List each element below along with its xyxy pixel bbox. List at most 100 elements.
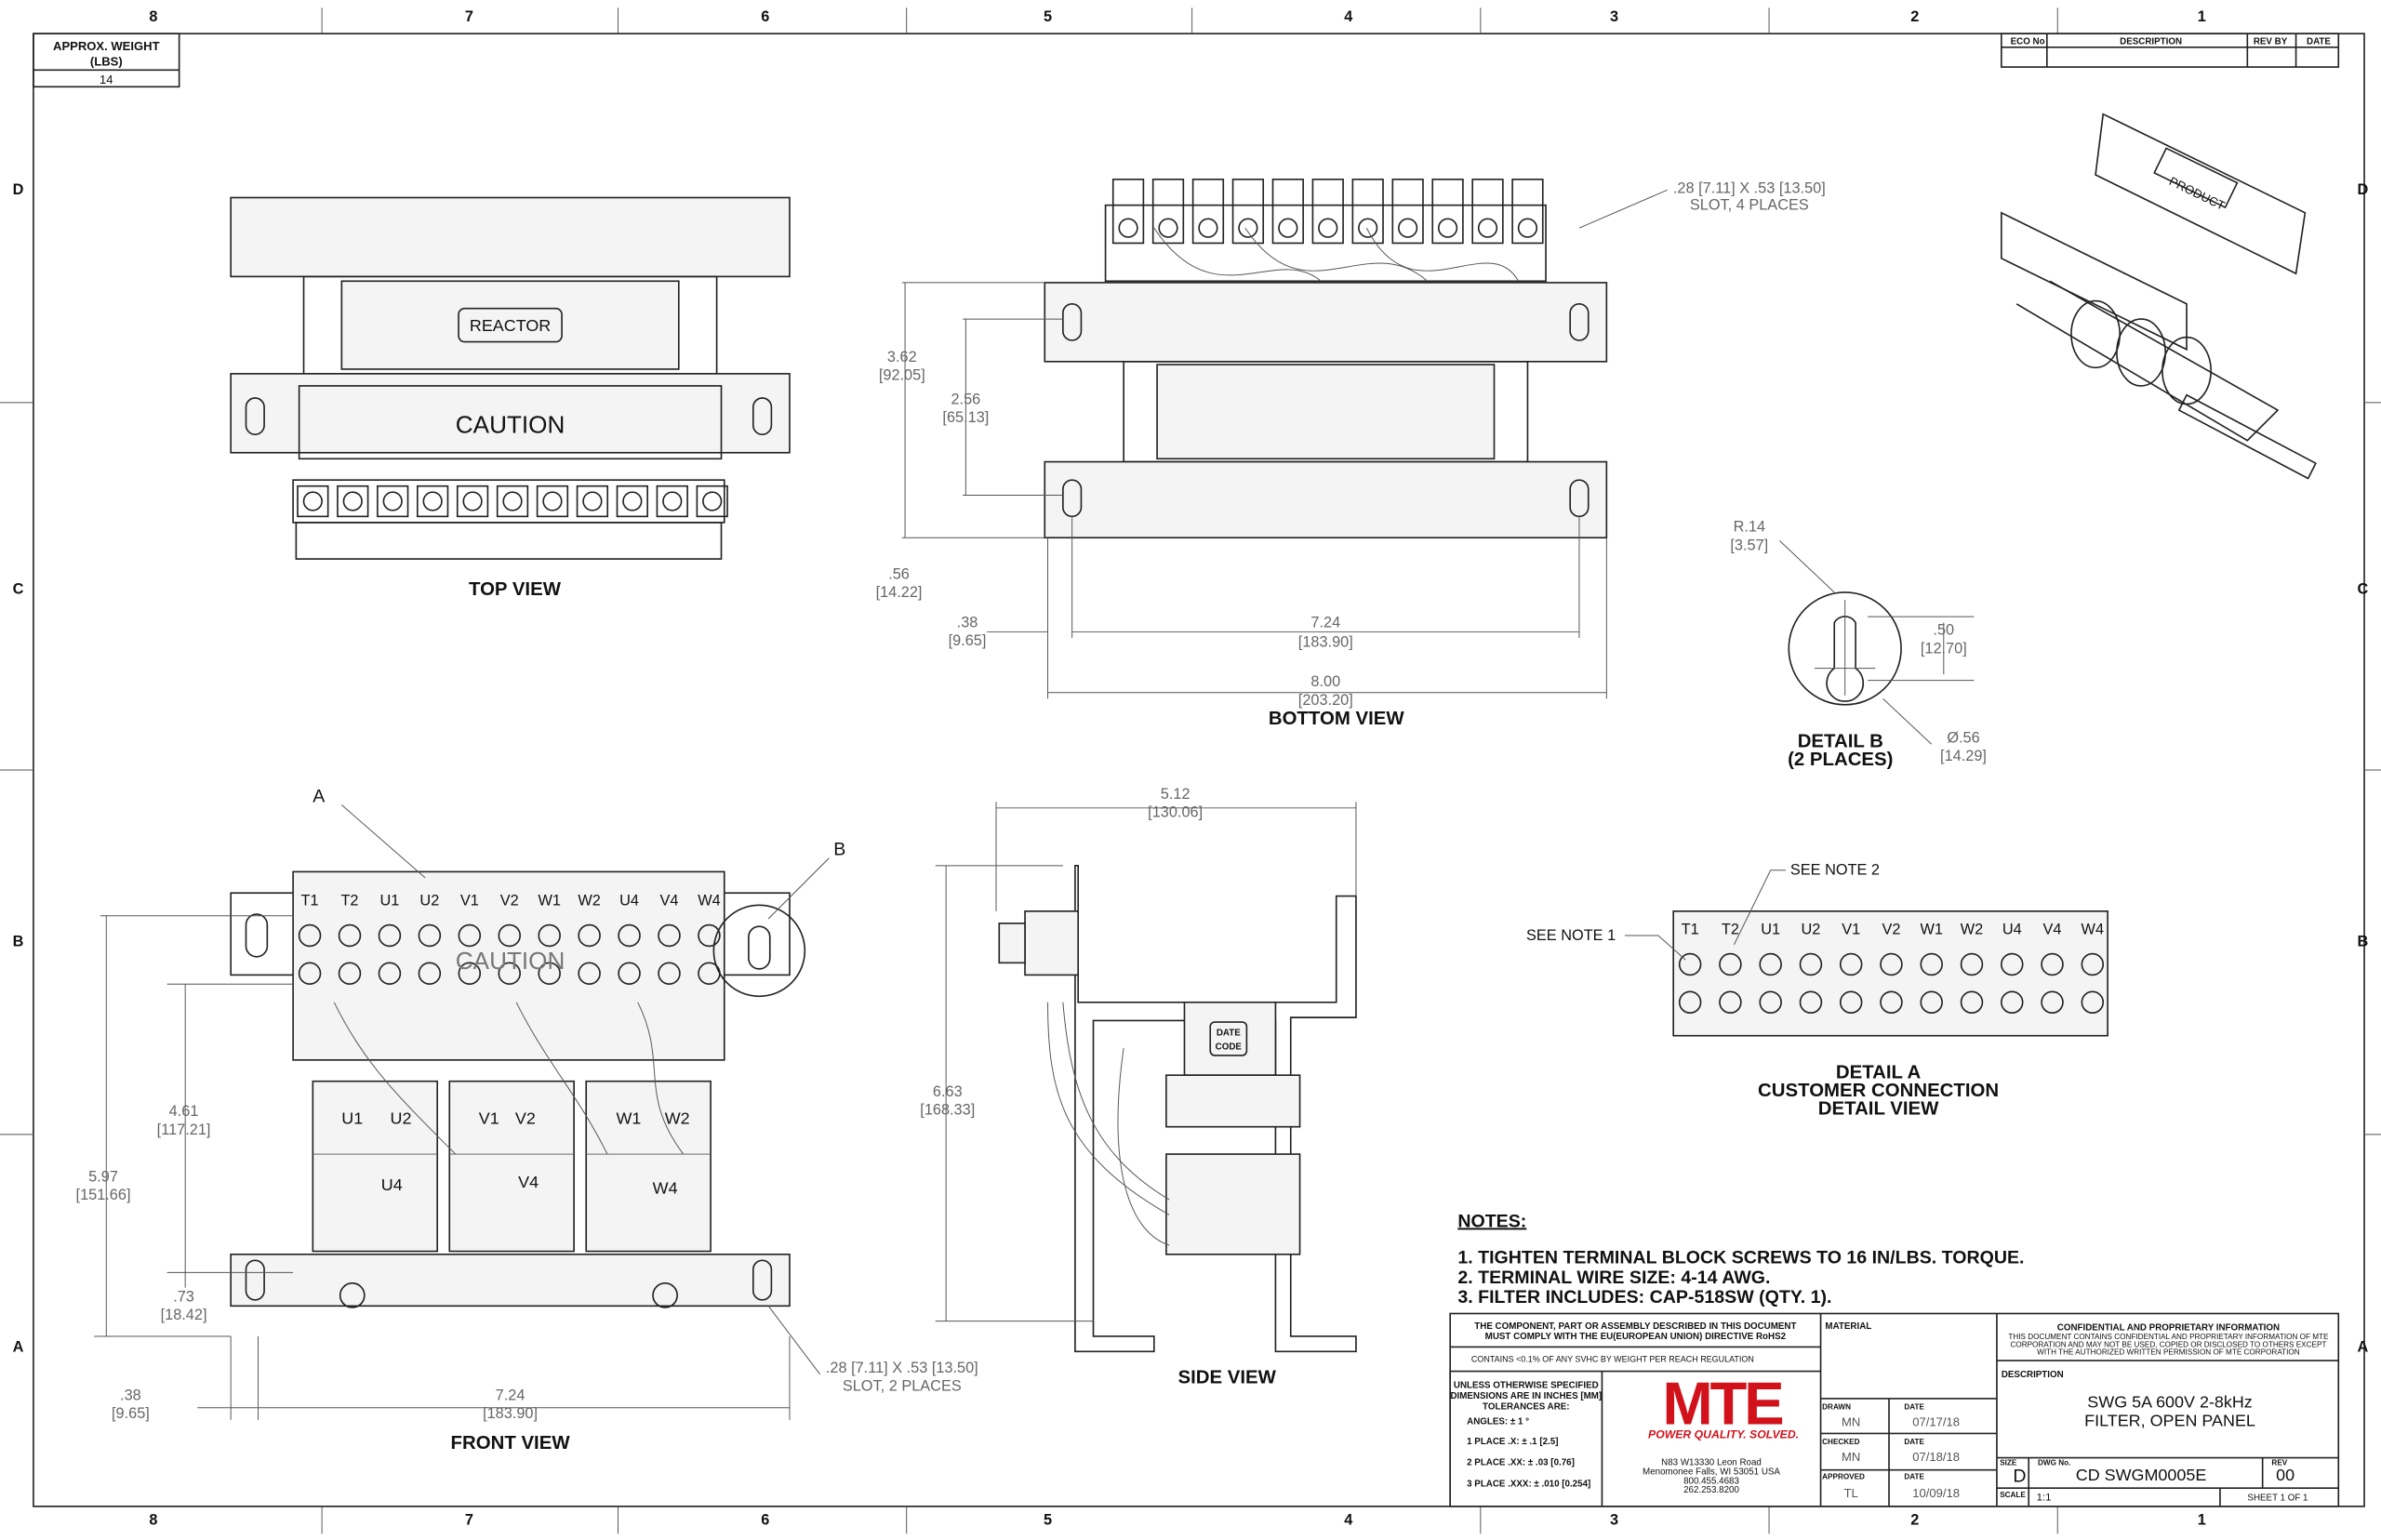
terminal-block (696, 485, 728, 518)
dim-3-62-mm: [92.05] (879, 366, 925, 383)
isometric-view: PRODUCT (2001, 113, 2317, 480)
dim-8-00-mm: [203.20] (1298, 692, 1353, 709)
terminal-block (456, 485, 489, 518)
terminal-label: T1 (301, 892, 319, 909)
zone-b: B (2358, 933, 2369, 949)
confidential-line-1: THIS DOCUMENT CONTAINS CONFIDENTIAL AND … (2008, 1333, 2329, 1341)
dim-7-24: 7.24 (1310, 615, 1340, 631)
tolerance-3-place: 3 PLACE .XXX: ± .010 [0.254] (1467, 1480, 1590, 1490)
dim-8-00: 8.00 (1310, 673, 1340, 690)
terminal-label: U4 (619, 892, 639, 909)
dim-6-63: 6.63 (933, 1083, 963, 1100)
terminal-screw-icon (1398, 218, 1418, 238)
terminal-screw-icon (2001, 952, 2024, 976)
dwg-no-label: DWG No. (2038, 1459, 2070, 1467)
terminal-screw-icon (1318, 218, 1338, 238)
terminal-screw-icon (1920, 952, 1943, 976)
terminal-screw-icon (1759, 990, 1782, 1015)
terminal-block (576, 485, 609, 518)
terminal-label: V1 (460, 892, 479, 909)
see-note-2: SEE NOTE 2 (1790, 862, 1880, 879)
date-code-label: DATE (1217, 1029, 1241, 1039)
description-line-1: SWG 5A 600V 2-8kHz (2087, 1393, 2252, 1412)
terminal-label: V4 (660, 892, 679, 909)
terminal-screw-icon (1118, 218, 1138, 238)
dim-0-38: .38 (957, 615, 978, 631)
terminal-label: W1 (538, 892, 560, 909)
terminal-block (337, 485, 369, 518)
terminal-screw-icon (1880, 952, 1903, 976)
coil-label: W2 (665, 1109, 690, 1127)
terminal-block (1351, 179, 1384, 245)
checked-label: CHECKED (1822, 1438, 1859, 1446)
terminal-screw-icon (542, 491, 563, 511)
terminal-label: U2 (419, 892, 439, 909)
zone-5: 5 (1044, 8, 1052, 25)
terminal-block (1191, 179, 1225, 245)
top-view-label: TOP VIEW (469, 579, 562, 600)
weight-label: APPROX. WEIGHT (53, 39, 160, 53)
terminal-screw-icon (1799, 990, 1823, 1015)
dim-dia-56-mm: [14.29] (1940, 748, 1987, 764)
scale-value: 1:1 (2037, 1492, 2052, 1503)
zone-2: 2 (1910, 8, 1919, 25)
coil-label: U1 (341, 1109, 363, 1127)
terminal-screw-icon (1759, 952, 1782, 976)
note-3: 3. FILTER INCLUDES: CAP-518SW (QTY. 1). (1457, 1287, 1831, 1308)
reactor-label: REACTOR (470, 316, 551, 335)
terminal-screw-icon (658, 962, 681, 986)
checked-date: 07/18/18 (1912, 1450, 1960, 1464)
dim-5-12-mm: [130.06] (1148, 804, 1203, 821)
terminal-block (536, 485, 569, 518)
zone-7: 7 (465, 1511, 473, 1528)
detail-a-sublabel: CUSTOMER CONNECTION (1758, 1081, 1999, 1101)
drawing-number: CD SWGM0005E (2076, 1466, 2207, 1484)
terminal-block (1391, 179, 1424, 245)
dim-0-50-mm: [12.70] (1921, 640, 1967, 657)
terminal-screw-icon (418, 923, 442, 948)
slot-4-note: SLOT, 4 PLACES (1690, 197, 1809, 214)
coil-label: W1 (616, 1109, 641, 1127)
dim-4-61: 4.61 (169, 1103, 199, 1120)
dim-7-24-front-mm: [183.90] (483, 1405, 538, 1422)
tolerance-1-place: 1 PLACE .X: ± .1 [2.5] (1467, 1437, 1558, 1447)
dim-5-97-mm: [151.66] (76, 1187, 131, 1203)
confidential-line-3: WITH THE AUTHORIZED WRITTEN PERMISSION O… (2037, 1348, 2300, 1357)
terminal-screw-icon (622, 491, 643, 511)
dim-5-97: 5.97 (88, 1168, 118, 1185)
sheet-number: SHEET 1 OF 1 (2247, 1493, 2308, 1503)
zone-3: 3 (1610, 8, 1618, 25)
approved-label: APPROVED (1822, 1472, 1865, 1480)
tolerance-angles: ANGLES: ± 1 ° (1467, 1417, 1529, 1427)
terminal-screw-icon (1839, 952, 1863, 976)
address-line-1: N83 W13330 Leon Road (1661, 1458, 1762, 1468)
terminal-screw-icon (538, 962, 561, 986)
terminal-screw-icon (2041, 952, 2064, 976)
notes-title: NOTES: (1457, 1211, 1526, 1231)
dim-6-63-mm: [168.33] (920, 1102, 975, 1119)
weight-unit: (LBS) (90, 54, 123, 68)
terminal-label: U2 (1802, 921, 1821, 937)
terminal-screw-icon (538, 923, 561, 948)
terminal-screw-icon (338, 962, 362, 986)
rev-header-eco: ECO No (2011, 37, 2045, 47)
terminal-screw-icon (418, 962, 442, 986)
zone-1: 1 (2198, 8, 2206, 25)
dim-r14: R.14 (1734, 519, 1765, 536)
terminal-block (1271, 179, 1304, 245)
terminal-screw-icon (1839, 990, 1863, 1015)
detail-b: R.14 [3.57] .50 [12.70] Ø.56 [14.29] DET… (1730, 519, 1987, 770)
revision-block: ECO No DESCRIPTION REV BY DATE (2001, 33, 2340, 68)
product-label: PRODUCT (2167, 174, 2228, 213)
terminal-screw-icon (1719, 952, 1742, 976)
terminal-label: T1 (1682, 921, 1699, 937)
approved-by: TL (1844, 1486, 1858, 1500)
terminal-label: T2 (1722, 921, 1739, 937)
terminal-screw-icon (302, 491, 323, 511)
terminal-screw-icon (298, 923, 322, 948)
terminal-screw-icon (1278, 218, 1298, 238)
terminal-label: W2 (1961, 921, 1983, 937)
material-label: MATERIAL (1825, 1321, 1871, 1332)
tolerance-line-3: TOLERANCES ARE: (1483, 1401, 1569, 1412)
